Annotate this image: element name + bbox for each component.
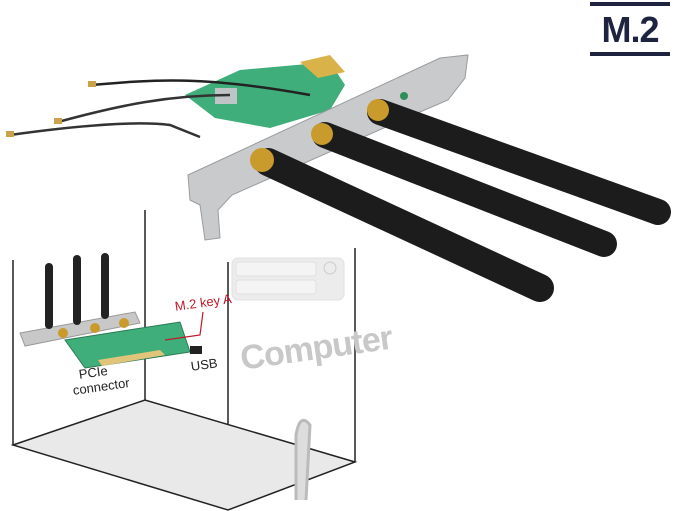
badge-bottom-bar (590, 52, 670, 56)
illustration-card (19, 253, 204, 369)
pigtail-cable-2 (57, 93, 231, 124)
badge-top-bar (590, 2, 670, 6)
computer-case-diagram (10, 210, 358, 511)
pigtail-cable-3 (9, 122, 201, 139)
card-gold-edge (300, 55, 345, 78)
antenna-middle (311, 122, 617, 257)
pcb-card (185, 62, 345, 128)
antenna-front (250, 148, 554, 302)
pigtail-cable-1 (91, 79, 311, 97)
ufl-connector (6, 131, 14, 137)
badge-label: M.2 (601, 9, 659, 50)
led-icon (400, 92, 408, 100)
cable-icon (294, 418, 312, 501)
ufl-connector (54, 118, 62, 124)
server-icon (231, 257, 345, 301)
ufl-connector (88, 81, 96, 87)
m2-badge: M.2 (590, 2, 670, 58)
antenna-back (367, 99, 671, 225)
